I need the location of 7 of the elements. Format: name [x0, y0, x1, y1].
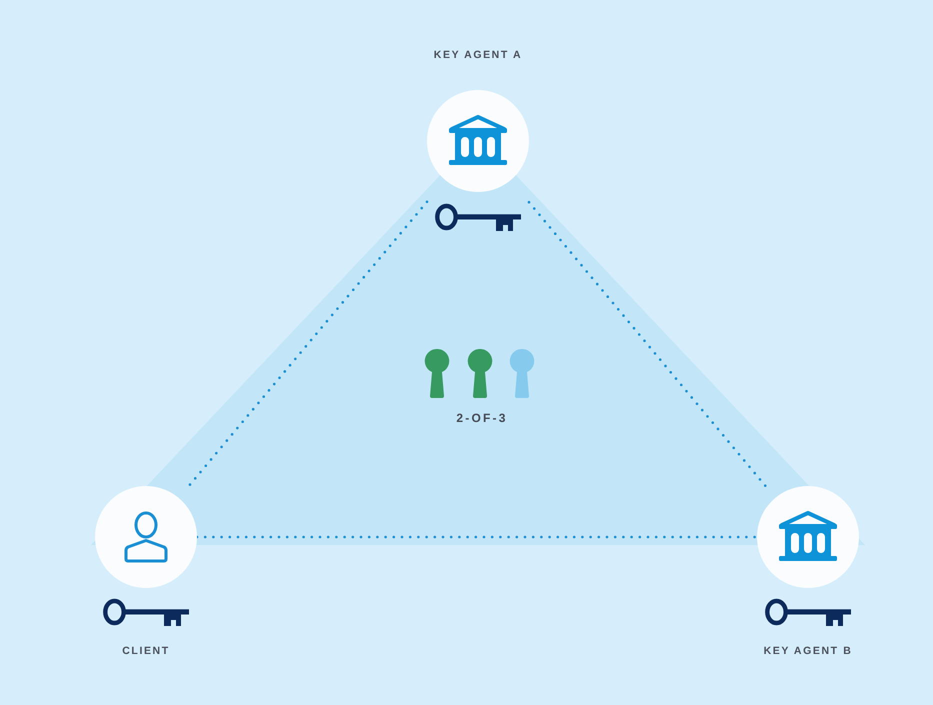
node-label: KEY AGENT B	[764, 644, 852, 658]
dotted-line	[188, 200, 428, 488]
node-label: CLIENT	[122, 644, 170, 658]
node-label: KEY AGENT A	[434, 48, 522, 62]
dotted-line	[196, 536, 758, 538]
dotted-line	[528, 200, 767, 488]
threshold-label: 2-OF-3	[456, 411, 508, 426]
